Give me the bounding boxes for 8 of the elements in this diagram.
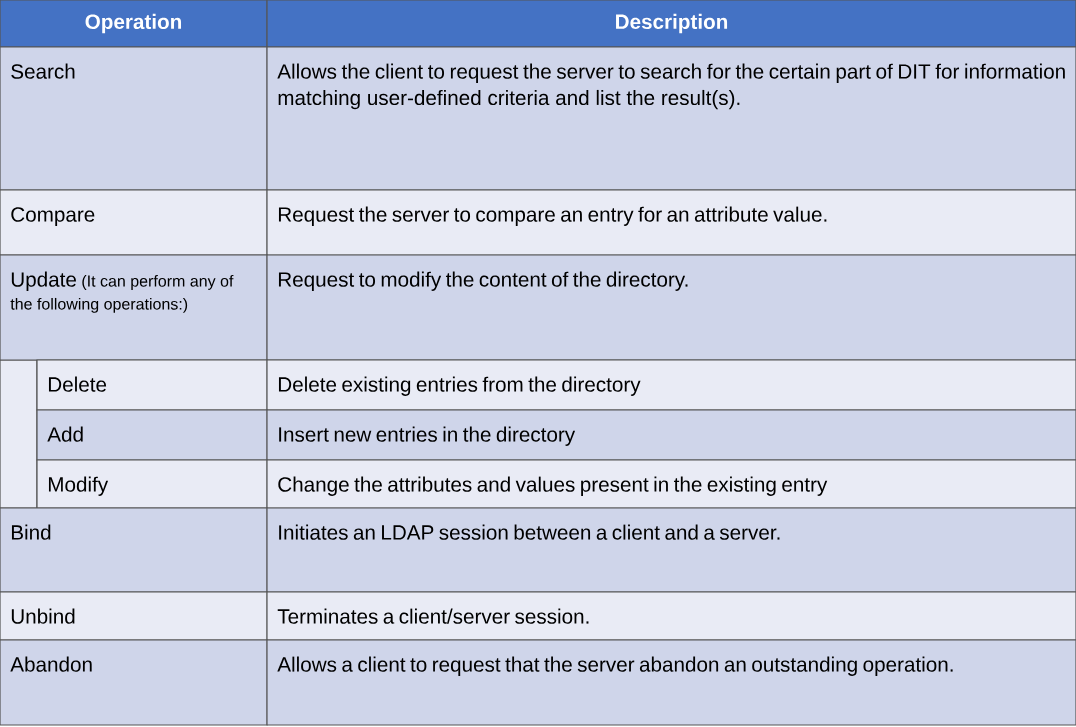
table-cell: Update (It can perform any of the following operations:) [0, 254, 268, 361]
table-cell: Unbind [0, 591, 268, 641]
table-cell: Compare [0, 189, 268, 256]
table-cell: Operation [0, 0, 268, 48]
table-cell: Search [0, 46, 268, 191]
table-cell: Add [36, 409, 268, 461]
table-cell: Abandon [0, 639, 268, 726]
table-cell: Bind [0, 507, 268, 593]
